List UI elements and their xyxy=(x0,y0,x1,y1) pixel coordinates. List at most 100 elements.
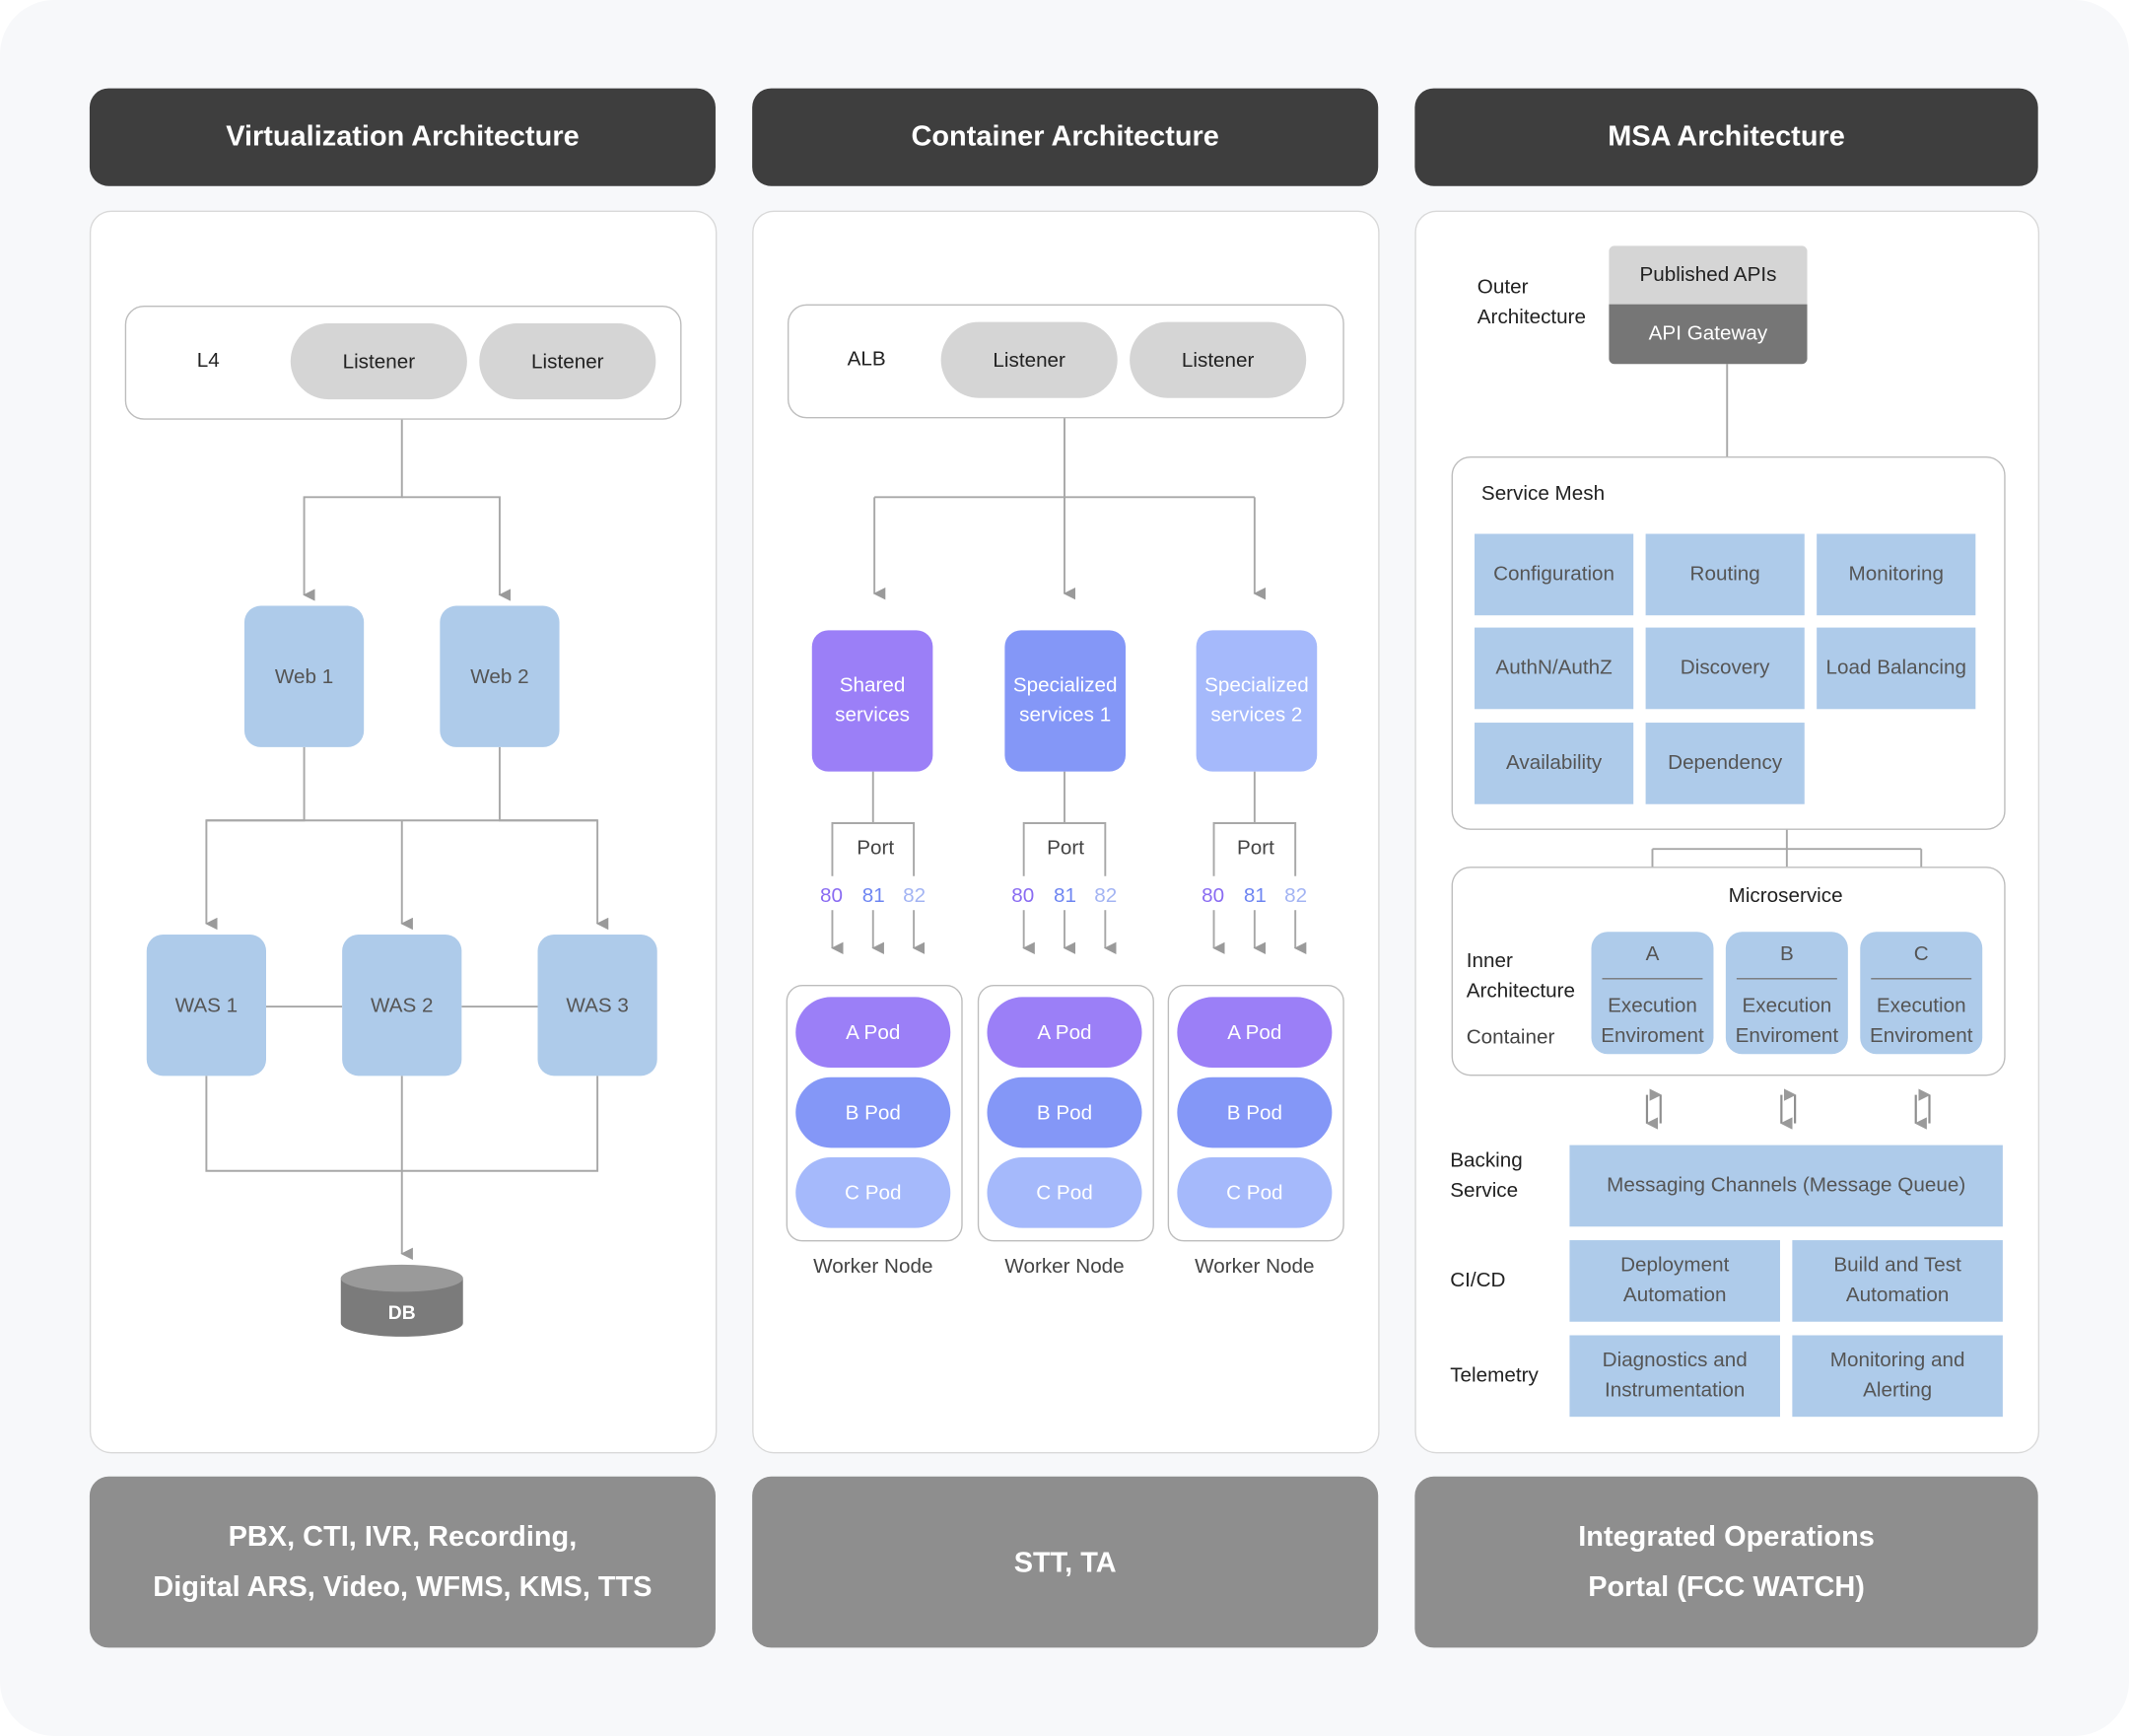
a-pod-3: A Pod xyxy=(1177,997,1333,1069)
footer-virtualization-line-1: PBX, CTI, IVR, Recording, xyxy=(228,1521,578,1553)
outer-label-line-2: Architecture xyxy=(1477,306,1587,329)
a-pod-1: A Pod xyxy=(795,997,951,1069)
footer-virtualization-line-2: Digital ARS, Video, WFMS, KMS, TTS xyxy=(153,1571,652,1603)
container-label: Container xyxy=(1466,1025,1555,1049)
b-pod-3: B Pod xyxy=(1177,1076,1333,1148)
diagnostics-line-1: Diagnostics and xyxy=(1602,1349,1748,1372)
header-container-text: Container Architecture xyxy=(911,120,1219,153)
microservice-c-divider xyxy=(1871,978,1972,980)
header-container: Container Architecture xyxy=(752,88,1379,186)
l4-listener-1: Listener xyxy=(290,322,467,400)
c-pod-1: C Pod xyxy=(795,1156,951,1228)
a-pod-2: A Pod xyxy=(987,997,1142,1069)
exec-env-c-line-2: Enviroment xyxy=(1869,1023,1973,1048)
header-msa-text: MSA Architecture xyxy=(1608,120,1845,153)
shared-services-line-2: services xyxy=(835,703,910,728)
mesh-discovery: Discovery xyxy=(1645,627,1805,710)
was-2-node: WAS 2 xyxy=(342,935,462,1076)
header-virtualization-text: Virtualization Architecture xyxy=(226,120,580,153)
deployment-line-1: Deployment xyxy=(1620,1253,1730,1278)
db-label: DB xyxy=(387,1301,416,1324)
build-test-line-1: Build and Test xyxy=(1833,1253,1961,1278)
monitoring-alerting-line-1: Monitoring and xyxy=(1829,1349,1965,1372)
microservice-a-divider xyxy=(1602,978,1703,980)
b-pod-1: B Pod xyxy=(795,1076,951,1148)
inner-label-line-1: Inner xyxy=(1466,949,1513,973)
mesh-availability: Availability xyxy=(1475,723,1634,804)
alb-label: ALB xyxy=(847,347,886,372)
mesh-monitoring: Monitoring xyxy=(1817,533,1976,616)
port-label-3: Port xyxy=(1234,836,1277,861)
microservice-b-divider xyxy=(1736,978,1837,980)
worker-node-2-label: Worker Node xyxy=(1004,1255,1125,1279)
footer-msa-line-1: Integrated Operations xyxy=(1578,1521,1875,1553)
mesh-dependency: Dependency xyxy=(1645,723,1805,804)
shared-services-line-1: Shared xyxy=(839,673,906,697)
l4-label: L4 xyxy=(196,349,220,373)
microservice-title: Microservice xyxy=(1727,884,1844,908)
web-2-node: Web 2 xyxy=(440,605,560,747)
mesh-authn-authz: AuthN/AuthZ xyxy=(1475,627,1634,710)
backing-label-line-2: Service xyxy=(1450,1179,1519,1203)
inner-label-line-2: Architecture xyxy=(1466,979,1576,1003)
port-81-group-2: 81 xyxy=(1053,884,1076,908)
messaging-channels-box: Messaging Channels (Message Queue) xyxy=(1569,1145,2003,1227)
alb-listener-2: Listener xyxy=(1130,321,1307,398)
microservice-a-letter: A xyxy=(1645,942,1660,966)
exec-env-b-line-2: Enviroment xyxy=(1735,1023,1839,1048)
exec-env-a-line-2: Enviroment xyxy=(1601,1023,1704,1048)
mesh-configuration: Configuration xyxy=(1475,533,1634,616)
specialized-services-2-line-2: services 2 xyxy=(1210,703,1303,728)
port-80-group-3: 80 xyxy=(1202,884,1225,908)
port-82-group-2: 82 xyxy=(1094,884,1118,908)
cicd-label: CI/CD xyxy=(1450,1268,1506,1292)
footer-msa: Integrated Operations Portal (FCC WATCH) xyxy=(1414,1476,2038,1648)
specialized-services-1-line-1: Specialized xyxy=(1012,673,1118,697)
footer-container-line-1: STT, TA xyxy=(1013,1546,1117,1578)
port-81-group-1: 81 xyxy=(861,884,885,908)
alb-listener-1: Listener xyxy=(940,321,1118,398)
build-test-line-2: Automation xyxy=(1845,1284,1950,1307)
shared-services-node: Shared services xyxy=(811,630,933,772)
port-label-1: Port xyxy=(854,836,897,861)
mesh-routing: Routing xyxy=(1645,533,1805,616)
microservice-c-letter: C xyxy=(1913,942,1929,966)
specialized-services-2-node: Specialized services 2 xyxy=(1196,630,1318,772)
c-pod-3: C Pod xyxy=(1177,1156,1333,1228)
worker-node-1-label: Worker Node xyxy=(813,1255,933,1279)
outer-label-line-1: Outer xyxy=(1477,275,1529,300)
footer-container: STT, TA xyxy=(752,1476,1379,1648)
exec-env-c-line-1: Execution xyxy=(1876,994,1966,1018)
published-apis-box: Published APIs xyxy=(1609,245,1808,305)
was-3-node: WAS 3 xyxy=(537,935,657,1076)
port-80-group-1: 80 xyxy=(820,884,844,908)
was-1-node: WAS 1 xyxy=(146,935,266,1076)
footer-virtualization: PBX, CTI, IVR, Recording, Digital ARS, V… xyxy=(89,1476,716,1648)
api-gateway-box: API Gateway xyxy=(1609,304,1808,365)
port-82-group-1: 82 xyxy=(903,884,927,908)
header-msa: MSA Architecture xyxy=(1414,88,2038,186)
port-80-group-2: 80 xyxy=(1011,884,1035,908)
port-82-group-3: 82 xyxy=(1284,884,1308,908)
port-81-group-3: 81 xyxy=(1243,884,1267,908)
specialized-services-2-line-1: Specialized xyxy=(1204,673,1309,697)
diagnostics-line-2: Instrumentation xyxy=(1604,1378,1746,1403)
c-pod-2: C Pod xyxy=(987,1156,1142,1228)
deployment-line-2: Automation xyxy=(1622,1284,1727,1307)
worker-node-3-label: Worker Node xyxy=(1195,1255,1315,1279)
mesh-load-balancing: Load Balancing xyxy=(1817,627,1976,710)
web-1-node: Web 1 xyxy=(243,605,365,747)
footer-msa-line-2: Portal (FCC WATCH) xyxy=(1588,1571,1865,1603)
